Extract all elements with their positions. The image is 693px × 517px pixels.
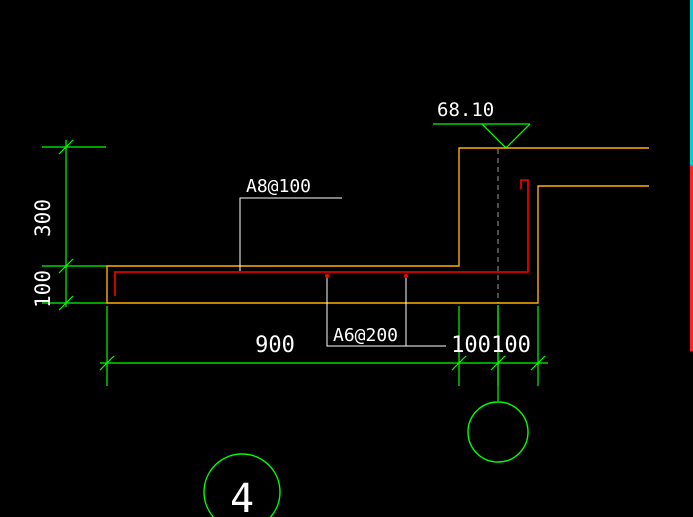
elevation-marker — [433, 123, 531, 149]
rebar-top-label: A8@100 — [246, 176, 311, 197]
rebar-bottom-label: A6@200 — [333, 325, 398, 346]
vertical-dimension-chain — [42, 139, 108, 311]
concrete-outline — [106, 147, 649, 304]
rebar-dot-2 — [404, 274, 408, 278]
dim-height-300: 300 — [31, 199, 55, 237]
dim-width-100-a: 100 — [451, 333, 491, 358]
elevation-label: 68.10 — [437, 99, 494, 121]
dim-width-100-b: 100 — [491, 333, 531, 358]
rebar-bottom-leader — [326, 278, 446, 347]
section-number: 4 — [230, 476, 254, 517]
section-mark-circle — [203, 453, 281, 517]
dim-length-900: 900 — [255, 333, 295, 358]
axis-bubble — [467, 401, 529, 463]
rebar — [114, 179, 529, 296]
dim-height-100: 100 — [31, 270, 55, 308]
rebar-dot-1 — [325, 274, 329, 278]
rebar-top-leader — [239, 197, 342, 271]
viewport-edge-strip — [690, 0, 693, 517]
